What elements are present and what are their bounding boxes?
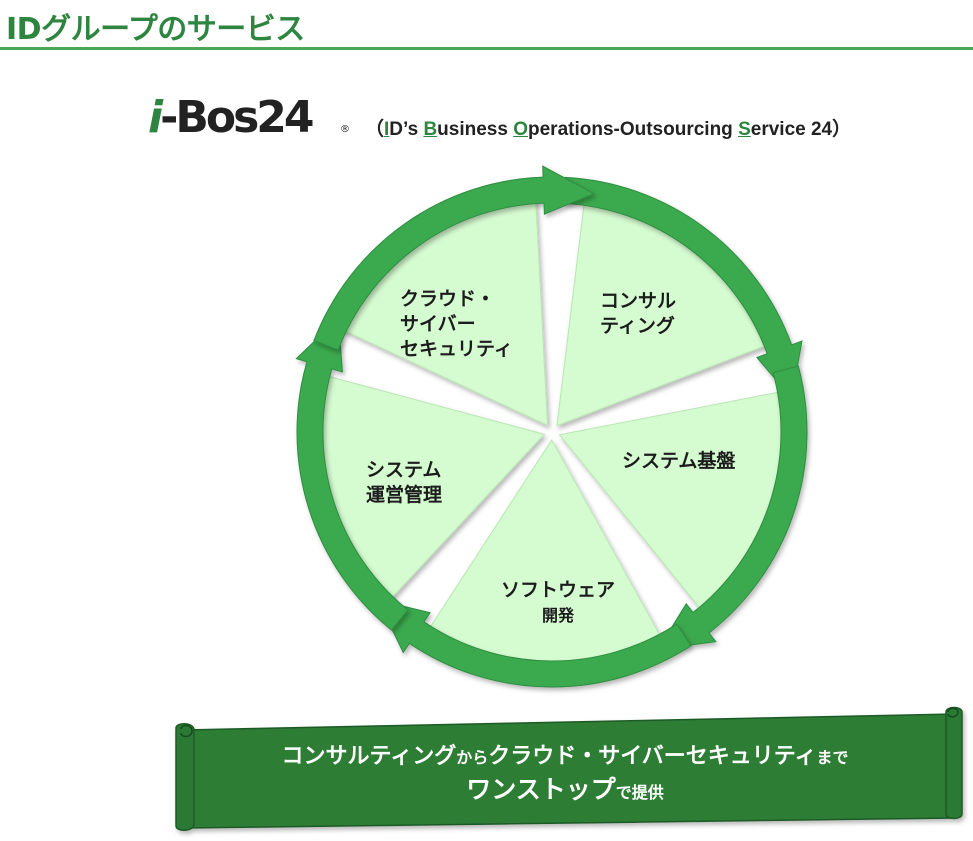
onestop-banner	[175, 706, 963, 831]
software-label-main: ソフトウェア	[500, 579, 615, 601]
cycle-arrows	[295, 165, 808, 688]
header-divider	[0, 47, 973, 50]
cycle-segments	[307, 189, 796, 677]
banner-line1: コンサルティングからクラウド・サイバーセキュリティまで	[281, 744, 849, 769]
header: IDグループのサービス	[0, 0, 973, 52]
ibos24-logo: i-Bos24 ®	[148, 92, 358, 156]
logo-text: -Bos24	[160, 92, 314, 143]
segment-label-system-operations: システム 運営管理	[366, 459, 443, 506]
logo-i: i	[148, 92, 163, 143]
software-label-sub: 開発	[541, 606, 574, 625]
page-title: IDグループのサービス	[6, 12, 305, 47]
banner-line2: ワンストップで提供	[466, 775, 664, 804]
service-acronym-subtitle: （ID’s Business Operations-Outsourcing Se…	[365, 119, 852, 140]
registered-mark: ®	[340, 124, 350, 135]
initial-o: O	[513, 119, 528, 140]
initial-b: B	[423, 119, 438, 140]
segment-label-system-infrastructure: システム基盤	[622, 450, 736, 472]
segment-label-cloud-cyber-security: クラウド・ サイバー セキュリティ	[400, 288, 513, 360]
segment-label-software-development: ソフトウェア開発	[487, 578, 629, 628]
segment-label-consulting: コンサル ティング	[600, 290, 677, 337]
initial-i: I	[384, 119, 390, 140]
cycle-arrow-cloud-cyber-security	[313, 165, 596, 351]
initial-s: S	[738, 119, 751, 140]
